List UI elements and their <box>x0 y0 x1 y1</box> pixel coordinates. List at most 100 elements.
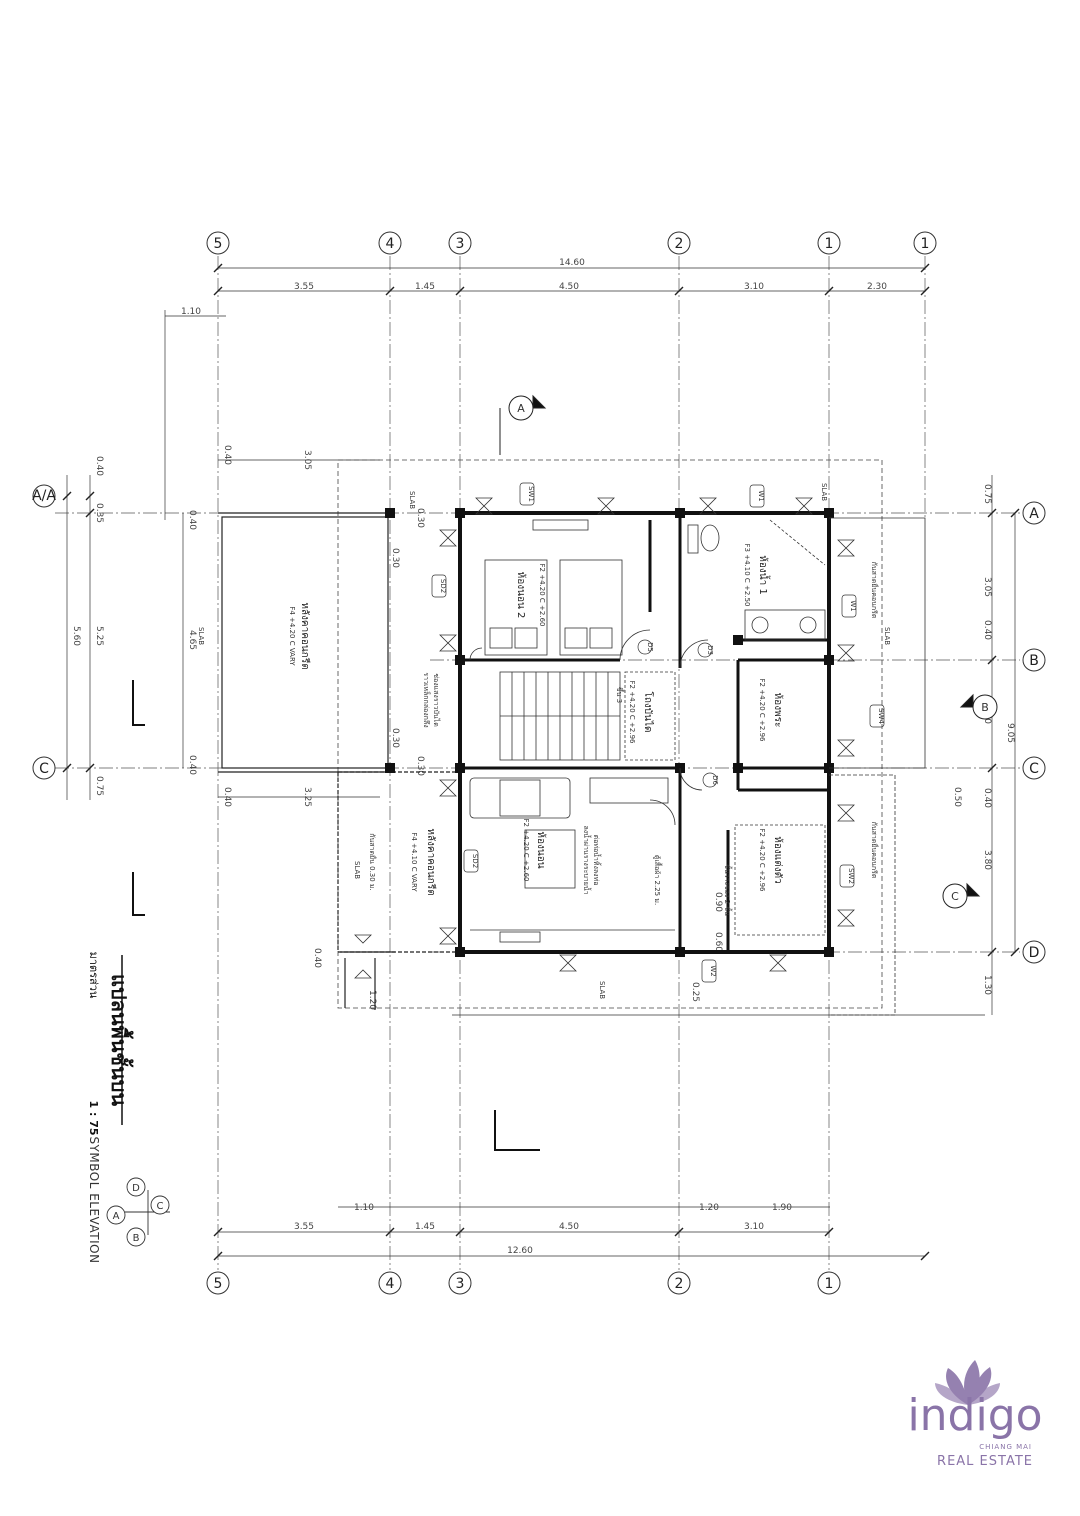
logo-city: CHIANG MAI <box>979 1443 1032 1451</box>
grid-label: A <box>1029 506 1039 522</box>
grid-label: 2 <box>675 236 684 252</box>
doors <box>469 629 709 826</box>
tag-label: W1 <box>849 600 857 611</box>
note-stair: ช่องแสงราวบันได <box>432 673 441 727</box>
note-slab: SLAB <box>408 491 416 509</box>
grid-label: 2 <box>675 1276 684 1292</box>
grid-labels-top: 5 4 3 2 1 1 <box>214 236 930 252</box>
dim-label: 3.10 <box>744 282 764 292</box>
grid-label: 1 <box>825 1276 834 1292</box>
note-slab: SLAB <box>197 627 205 645</box>
svg-text:C: C <box>951 890 959 903</box>
room-roof-upper-label: หลังคาคอนกรีต <box>299 602 311 669</box>
dim-label: 1.20 <box>367 990 377 1010</box>
room-worship-label: ห้องพระ <box>772 693 784 728</box>
svg-text:B: B <box>981 701 989 714</box>
note-slab: SLAB <box>883 627 891 645</box>
dim-label: 4.50 <box>559 1222 579 1232</box>
tag-label: W2 <box>709 965 717 976</box>
opening-tag-labels: SW1 W1 W1 SW4 SW2 SD2 SD2 W2 D5 D3 D6 <box>439 486 885 977</box>
dim-label: 3.25 <box>302 787 312 807</box>
grid-labels-right: A B C D <box>1029 506 1040 961</box>
dim-label: 0.40 <box>187 510 197 530</box>
dimension-ticks <box>62 263 1020 1261</box>
dim-label: 1.20 <box>699 1203 719 1213</box>
grid-labels-bottom: 5 4 3 2 1 <box>214 1276 834 1292</box>
note-drain: ต่อท่อน้ำทิ้งลงท่อ <box>592 835 603 886</box>
room-bathroom1-label: ห้องน้ำ 1 <box>757 555 771 594</box>
room-bedroom1-spec: F2 +4.20 C +2.60 <box>522 819 530 882</box>
symbol-elevation-key: D C B A <box>106 1177 170 1247</box>
dressing-fixtures <box>734 824 826 936</box>
dim-label: 1.45 <box>415 1222 435 1232</box>
roof-overhang <box>337 459 883 1009</box>
room-roof-upper-spec: F4 +4.20 C VARY <box>288 606 296 666</box>
dim-label: 1.30 <box>982 975 992 995</box>
dim-label: 0.40 <box>982 788 992 808</box>
room-worship-spec: F2 +4.20 C +2.96 <box>758 679 766 742</box>
room-bedroom1-label: ห้องนอน <box>535 831 547 868</box>
note-slab: SLAB <box>820 483 828 501</box>
dim-label: 14.60 <box>559 258 585 268</box>
grid-label: 5 <box>214 1276 223 1292</box>
dim-label: 0.90 <box>713 892 723 912</box>
dim-label: 3.05 <box>982 577 992 597</box>
lotus-icon <box>935 1360 1000 1405</box>
grid-label: D <box>1029 945 1040 961</box>
dim-label: 0.30 <box>415 508 425 528</box>
section-marker-a: A <box>499 394 547 455</box>
dim-label: 0.60 <box>713 932 723 952</box>
dim-label: 0.40 <box>312 948 322 968</box>
grid-bubbles-top <box>206 231 937 255</box>
dim-label: 1.10 <box>354 1203 374 1213</box>
dim-label: 0.40 <box>982 620 992 640</box>
note-wardrobe: ตู้เสื้อผ้า 2.25 ม. <box>653 855 664 905</box>
room-dressing-label: ห้องแต่งตัว <box>772 836 784 883</box>
dim-label: 0.30 <box>390 728 400 748</box>
dim-label: 5.60 <box>71 626 81 646</box>
dimension-labels-bottom: 3.55 1.45 4.50 3.10 12.60 1.10 1.20 1.90 <box>294 1203 792 1256</box>
drawing-title: แปลนพื้นชั้นบน <box>107 974 134 1106</box>
symbol-letter: A <box>113 1211 120 1222</box>
dim-label: 0.50 <box>952 787 962 807</box>
plan-notes: SLAB SLAB SLAB SLAB SLAB SLAB ช่องแสงราว… <box>197 483 891 999</box>
tag-label: SD2 <box>471 854 479 868</box>
dim-label: 1.45 <box>415 282 435 292</box>
note-slab: SLAB <box>598 981 606 999</box>
dim-label: 3.80 <box>982 850 992 870</box>
tag-label: D3 <box>706 645 714 655</box>
dim-label: 0.30 <box>390 548 400 568</box>
dim-label: 5.25 <box>94 626 104 646</box>
dim-label: 0.75 <box>982 484 992 504</box>
note-stairs-up: ขึ้น 3 <box>615 687 626 703</box>
logo-tagline: REAL ESTATE <box>937 1454 1033 1469</box>
tag-label: SW1 <box>527 486 535 502</box>
dim-label: 9.05 <box>1005 723 1015 743</box>
grid-label: 5 <box>214 236 223 252</box>
dim-label: 2.30 <box>867 282 887 292</box>
tag-label: SW2 <box>847 868 855 884</box>
room-hall-label: โถงบันได <box>642 691 655 732</box>
note-stair-rail: ราวเหล็กกล่องกลึง <box>422 672 431 727</box>
dim-label: 0.30 <box>415 756 425 776</box>
room-roof-lower-spec: F4 +4.10 C VARY <box>410 832 418 892</box>
dimension-labels-left: 0.40 0.35 5.25 0.75 5.60 4.65 3.05 3.25 … <box>71 445 962 1010</box>
tag-label: D6 <box>711 775 719 785</box>
symbol-letter: C <box>157 1201 164 1212</box>
drawing-scale: 1 : 75 <box>87 1100 100 1135</box>
dim-label: 0.35 <box>94 503 104 523</box>
room-roof-lower-label: หลังคาคอนกรีต <box>425 828 437 895</box>
window-markers <box>354 497 855 979</box>
dim-label: 3.55 <box>294 282 314 292</box>
grid-bubbles-right <box>1022 501 1046 964</box>
drawing-title-block: แปลนพื้นชั้นบน มาตรส่วน 1 : 75 SYMBOL EL… <box>87 952 134 1264</box>
grid-label: 4 <box>386 1276 395 1292</box>
note-drain2: ลงน้ำผ่านรางระบายน้ำ <box>582 825 593 894</box>
symbol-letter: D <box>132 1183 140 1194</box>
right-ledge <box>452 517 985 1016</box>
opening-tags <box>431 482 885 983</box>
tag-label: SD2 <box>439 579 447 593</box>
dim-label: 0.40 <box>94 456 104 476</box>
room-hall-spec: F2 +4.20 C +2.96 <box>628 681 636 744</box>
dim-label: 4.50 <box>559 282 579 292</box>
